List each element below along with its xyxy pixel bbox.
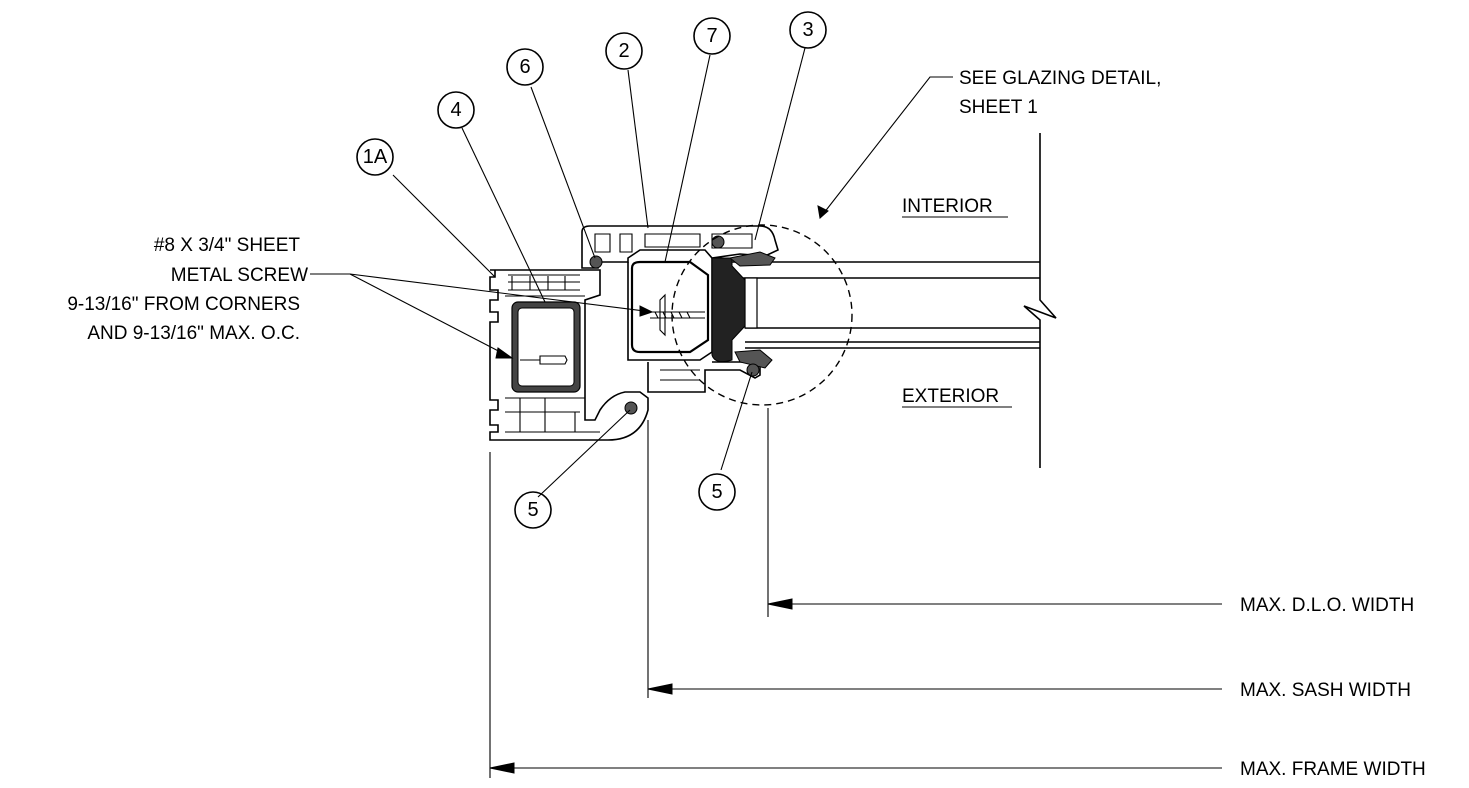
callout-5-right: 5 [711, 481, 722, 503]
callout-5-left: 5 [527, 499, 538, 521]
screw-note-line-3: 9-13/16" FROM CORNERS [67, 294, 300, 315]
screw-note-leaders [310, 273, 654, 359]
glazing-detail-circle [671, 224, 853, 406]
sheet-metal-screws [650, 293, 705, 337]
dimension-lines: MAX. D.L.O. WIDTH MAX. SASH WIDTH MAX. F… [489, 408, 1426, 780]
callout-6: 6 [519, 56, 530, 78]
callout-1a: 1A [363, 146, 388, 168]
dlo-width-label: MAX. D.L.O. WIDTH [1240, 595, 1414, 616]
sash-width-label: MAX. SASH WIDTH [1240, 680, 1411, 701]
callout-3: 3 [802, 19, 813, 41]
weatherstrips [589, 235, 760, 415]
glazing-note-line-2: SHEET 1 [959, 97, 1038, 118]
notes: #8 X 3/4" SHEET METAL SCREW 9-13/16" FRO… [67, 68, 1161, 408]
screw-note-line-4: AND 9-13/16" MAX. O.C. [87, 323, 300, 344]
frame-width-label: MAX. FRAME WIDTH [1240, 759, 1426, 780]
glazing-note-line-1: SEE GLAZING DETAIL, [959, 68, 1161, 89]
screw-note-line-2: METAL SCREW [171, 265, 308, 286]
callout-4: 4 [450, 99, 461, 121]
sash-profile [581, 225, 779, 393]
frame-profile [489, 269, 649, 441]
leader-lines [392, 47, 953, 498]
steel-reinforcement [511, 301, 581, 393]
exterior-label: EXTERIOR [902, 386, 999, 407]
callout-bubbles: 1A 4 6 2 7 3 5 5 [356, 11, 827, 529]
insulated-glass-unit [711, 251, 1040, 369]
callout-7: 7 [706, 25, 717, 47]
interior-label: INTERIOR [902, 196, 993, 217]
screw-note-line-1: #8 X 3/4" SHEET [154, 235, 301, 256]
break-line [1023, 133, 1057, 468]
callout-2: 2 [618, 40, 629, 62]
